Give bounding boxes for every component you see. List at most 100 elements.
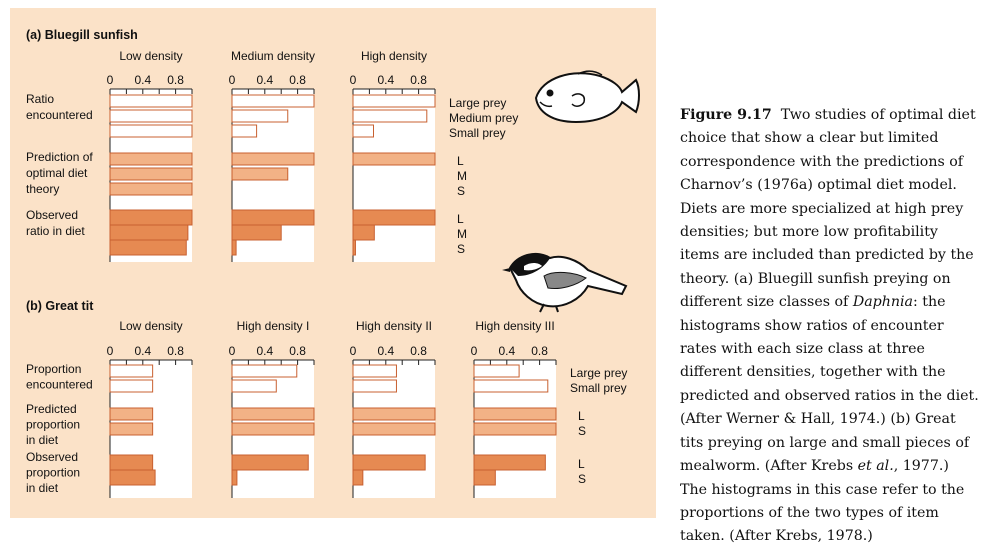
tick-label-0-1-0: 0 [229, 73, 236, 87]
bar-1-0-2-1 [109, 469, 156, 486]
tick-label-1-0-1: 0.4 [134, 344, 151, 358]
side-label-1-2-0: L [578, 457, 585, 471]
sunfish-mouth [539, 101, 553, 108]
density-label-0-0: Low density [119, 49, 182, 63]
density-label-1-2: High density II [356, 319, 432, 333]
bar-1-1-2-1 [231, 469, 238, 486]
bar-1-2-2-0 [352, 454, 426, 471]
group-label-0-0-1: encountered [26, 108, 93, 122]
sunfish-body [534, 72, 640, 124]
tick-label-0-2-1: 0.4 [377, 73, 394, 87]
side-label-1-1-1: S [578, 424, 586, 438]
side-label-1-1-0: L [578, 409, 585, 423]
group-label-1-2-2: in diet [26, 481, 59, 495]
tick-label-0-1-1: 0.4 [256, 73, 273, 87]
group-label-0-2-0: Observed [26, 208, 78, 222]
bar-0-1-0-0 [231, 94, 315, 108]
figure-caption: Figure 9.17 Two studies of optimal diet … [680, 104, 980, 549]
group-label-1-0-1: encountered [26, 378, 93, 392]
tick-label-1-1-2: 0.8 [289, 344, 306, 358]
side-label-0-0-2: Small prey [449, 126, 506, 140]
side-label-1-0-0: Large prey [570, 366, 627, 380]
group-label-0-1-1: optimal diet [26, 166, 88, 180]
bird-legs [539, 303, 559, 313]
density-label-0-1: Medium density [231, 49, 315, 63]
bar-1-1-0-0 [231, 364, 298, 378]
group-label-1-2-0: Observed [26, 450, 78, 464]
bar-0-2-0-1 [352, 109, 428, 123]
caption-italic-daphnia: Daphnia [852, 294, 914, 311]
bar-0-2-2-2 [352, 239, 356, 256]
side-label-0-2-2: S [457, 242, 465, 256]
bar-0-1-2-2 [231, 239, 237, 256]
sunfish-dorsal-fin [577, 70, 603, 76]
group-label-1-1-2: in diet [26, 433, 59, 447]
bar-0-1-0-1 [231, 109, 289, 123]
tick-label-0-0-1: 0.4 [134, 73, 151, 87]
side-label-0-0-0: Large prey [449, 96, 506, 110]
sunfish-pectoral-fin [571, 93, 586, 107]
group-label-0-1-2: theory [26, 182, 59, 196]
tick-label-0-2-2: 0.8 [410, 73, 427, 87]
bar-0-2-1-0 [352, 152, 436, 166]
bar-1-1-0-1 [231, 379, 277, 393]
tick-label-1-2-2: 0.8 [410, 344, 427, 358]
tick-label-1-3-1: 0.4 [498, 344, 515, 358]
bar-0-2-0-2 [352, 124, 374, 138]
sunfish-eye [546, 89, 554, 97]
bar-1-0-1-1 [109, 422, 154, 436]
tick-label-1-1-1: 0.4 [256, 344, 273, 358]
great-tit-illustration [502, 252, 628, 313]
bar-1-2-2-1 [352, 469, 364, 486]
bar-0-1-2-0 [231, 209, 315, 226]
tick-label-1-1-0: 0 [229, 344, 236, 358]
bar-1-0-0-0 [109, 364, 154, 378]
bar-0-2-2-1 [352, 224, 375, 241]
bird-white-cheek [524, 263, 542, 271]
bar-1-2-1-1 [352, 422, 436, 436]
bar-0-0-0-1 [109, 109, 193, 123]
bar-0-2-0-0 [352, 94, 436, 108]
side-label-0-1-2: S [457, 184, 465, 198]
group-label-0-2-1: ratio in diet [26, 224, 85, 238]
tick-label-0-0-2: 0.8 [167, 73, 184, 87]
bar-0-0-2-0 [109, 209, 193, 226]
side-label-0-1-1: M [457, 169, 467, 183]
side-label-0-2-1: M [457, 227, 467, 241]
sunfish-illustration [534, 70, 640, 124]
bar-0-0-0-2 [109, 124, 193, 138]
group-label-0-0-0: Ratio [26, 92, 54, 106]
bar-0-0-2-1 [109, 224, 189, 241]
bar-1-0-1-0 [109, 407, 154, 421]
tick-label-1-0-2: 0.8 [167, 344, 184, 358]
group-label-1-0-0: Proportion [26, 362, 81, 376]
bar-0-1-1-1 [231, 167, 289, 181]
tick-label-1-3-0: 0 [471, 344, 478, 358]
tick-label-0-0-0: 0 [107, 73, 114, 87]
tick-label-1-2-1: 0.4 [377, 344, 394, 358]
bar-1-2-0-0 [352, 364, 397, 378]
bird-beak [502, 268, 510, 272]
group-label-1-2-1: proportion [26, 466, 80, 480]
density-label-1-1: High density I [237, 319, 310, 333]
bar-0-1-1-0 [231, 152, 315, 166]
bar-0-2-2-0 [352, 209, 436, 226]
chart-title-0: (a) Bluegill sunfish [26, 28, 138, 42]
density-label-0-2: High density [361, 49, 427, 63]
bar-0-1-0-2 [231, 124, 258, 138]
bar-1-3-0-1 [473, 379, 549, 393]
density-label-1-3: High density III [475, 319, 554, 333]
bird-wing [543, 271, 587, 289]
bar-1-0-2-0 [109, 454, 154, 471]
caption-text-part-1: Two studies of optimal diet choice that … [680, 107, 976, 311]
bar-0-0-0-0 [109, 94, 193, 108]
chart-title-1: (b) Great tit [26, 299, 94, 313]
tick-label-0-2-0: 0 [350, 73, 357, 87]
group-label-1-1-0: Predicted [26, 402, 77, 416]
bar-1-1-2-0 [231, 454, 309, 471]
group-label-1-1-1: proportion [26, 418, 80, 432]
bar-1-3-1-1 [473, 422, 557, 436]
bar-0-0-1-0 [109, 152, 193, 166]
